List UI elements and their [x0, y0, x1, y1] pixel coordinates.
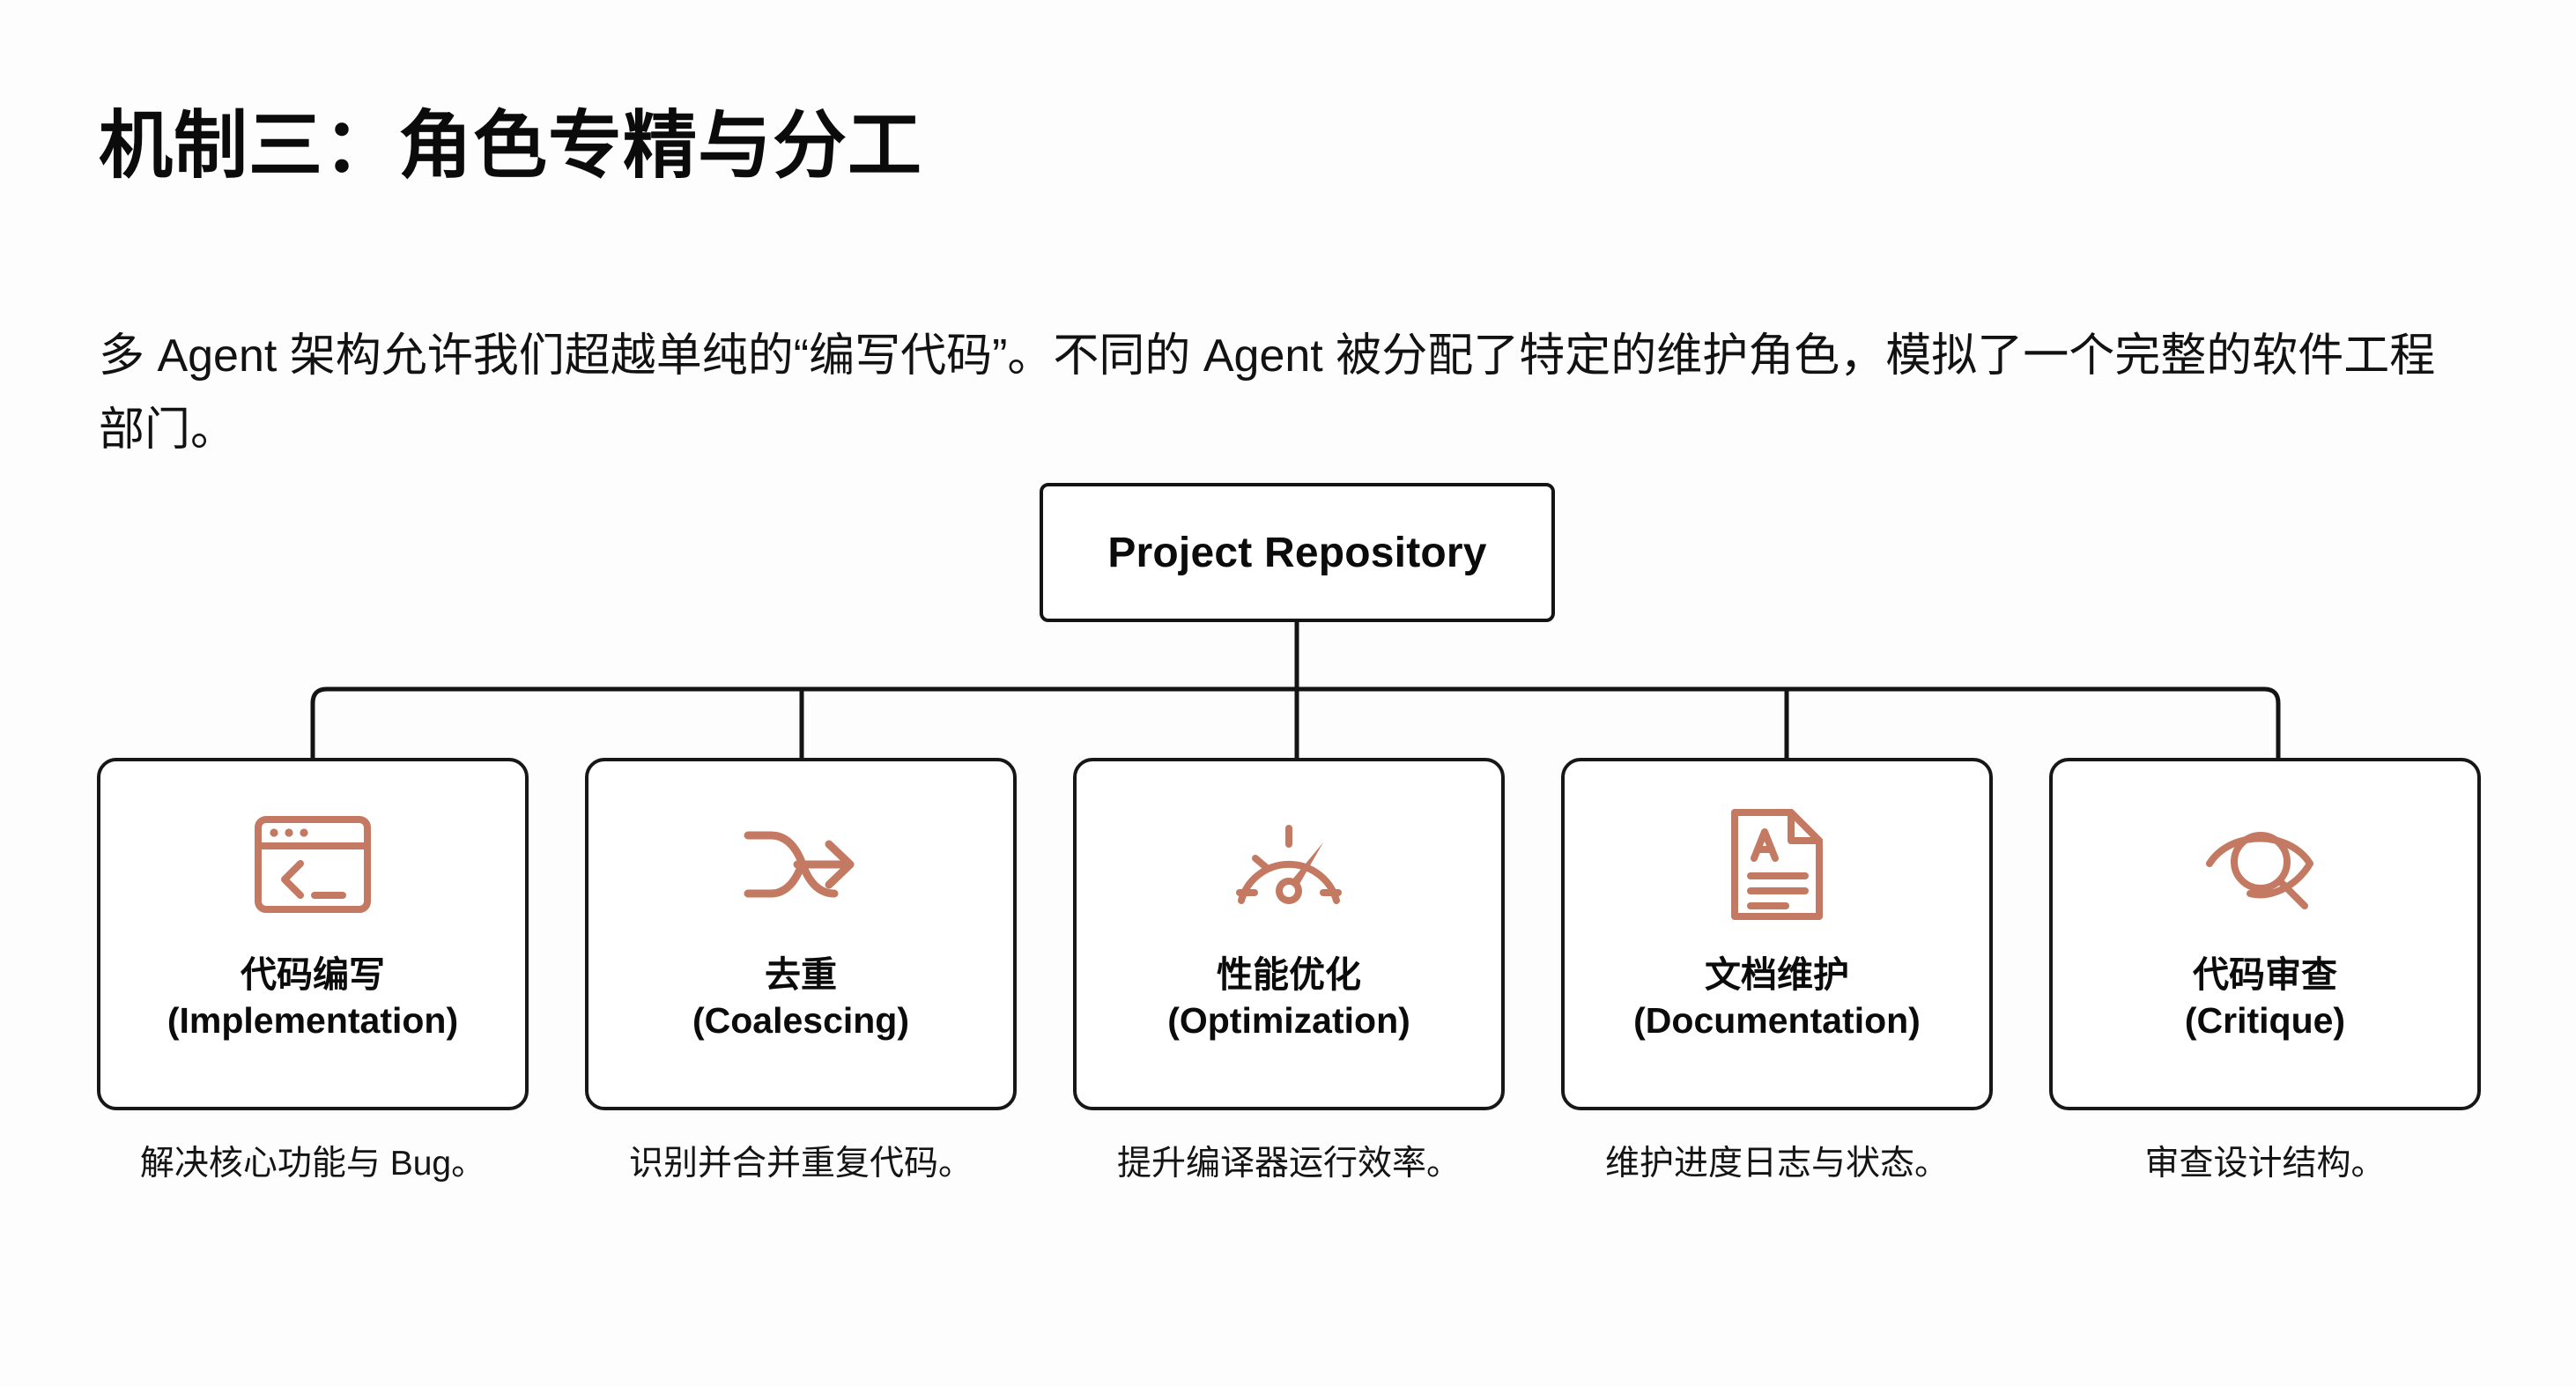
role-title-zh: 代码审查 [2192, 954, 2337, 995]
role-column-critique: 代码审查 (Critique) 审查设计结构。 [2049, 758, 2481, 1188]
role-title-zh: 去重 [764, 954, 837, 995]
role-card-title-coalescing: 去重 (Coalescing) [692, 952, 909, 1044]
role-title-en: (Documentation) [1633, 1000, 1921, 1042]
role-title-en: (Critique) [2184, 1000, 2346, 1042]
page-title: 机制三：角色专精与分工 [99, 104, 923, 188]
role-caption-coalescing: 识别并合并重复代码。 [628, 1145, 973, 1183]
role-card-title-documentation: 文档维护 (Documentation) [1633, 952, 1921, 1044]
role-title-zh: 代码编写 [240, 954, 385, 995]
role-column-coalescing: 去重 (Coalescing) 识别并合并重复代码。 [585, 758, 1017, 1188]
role-card-implementation[interactable]: 代码编写 (Implementation) [97, 758, 529, 1110]
role-caption-implementation: 解决核心功能与 Bug。 [139, 1145, 486, 1183]
role-card-title-implementation: 代码编写 (Implementation) [167, 952, 458, 1044]
role-title-en: (Implementation) [167, 1000, 459, 1042]
document-text-icon [1711, 798, 1843, 931]
merge-arrow-icon [735, 798, 867, 931]
role-column-implementation: 代码编写 (Implementation) 解决核心功能与 Bug。 [97, 758, 529, 1188]
role-card-optimization[interactable]: 性能优化 (Optimization) [1073, 758, 1505, 1110]
role-card-coalescing[interactable]: 去重 (Coalescing) [585, 758, 1017, 1110]
role-card-title-optimization: 性能优化 (Optimization) [1167, 952, 1410, 1044]
role-column-documentation: 文档维护 (Documentation) 维护进度日志与状态。 [1561, 758, 1993, 1188]
gauge-icon [1223, 798, 1355, 931]
role-title-zh: 文档维护 [1704, 954, 1849, 995]
role-caption-documentation: 维护进度日志与状态。 [1604, 1145, 1949, 1183]
role-title-en: (Coalescing) [692, 1000, 910, 1042]
role-card-documentation[interactable]: 文档维护 (Documentation) [1561, 758, 1993, 1110]
node-project-repository[interactable]: Project Repository [1040, 483, 1555, 622]
role-caption-critique: 审查设计结构。 [2144, 1145, 2386, 1183]
code-window-icon [247, 798, 379, 931]
role-title-en: (Optimization) [1167, 1000, 1410, 1042]
node-project-repository-label: Project Repository [1107, 529, 1487, 576]
role-title-zh: 性能优化 [1216, 954, 1361, 995]
role-hierarchy-diagram: Project Repository [0, 458, 2576, 1339]
role-cards-row: 代码编写 (Implementation) 解决核心功能与 Bug。 [97, 758, 2481, 1188]
role-column-optimization: 性能优化 (Optimization) 提升编译器运行效率。 [1073, 758, 1505, 1188]
role-caption-optimization: 提升编译器运行效率。 [1116, 1145, 1461, 1183]
role-card-title-critique: 代码审查 (Critique) [2185, 952, 2345, 1044]
page-body-text: 多 Agent 架构允许我们超越单纯的“编写代码”。不同的 Agent 被分配了… [99, 330, 2436, 456]
role-card-critique[interactable]: 代码审查 (Critique) [2049, 758, 2481, 1110]
eye-search-icon [2199, 798, 2331, 931]
